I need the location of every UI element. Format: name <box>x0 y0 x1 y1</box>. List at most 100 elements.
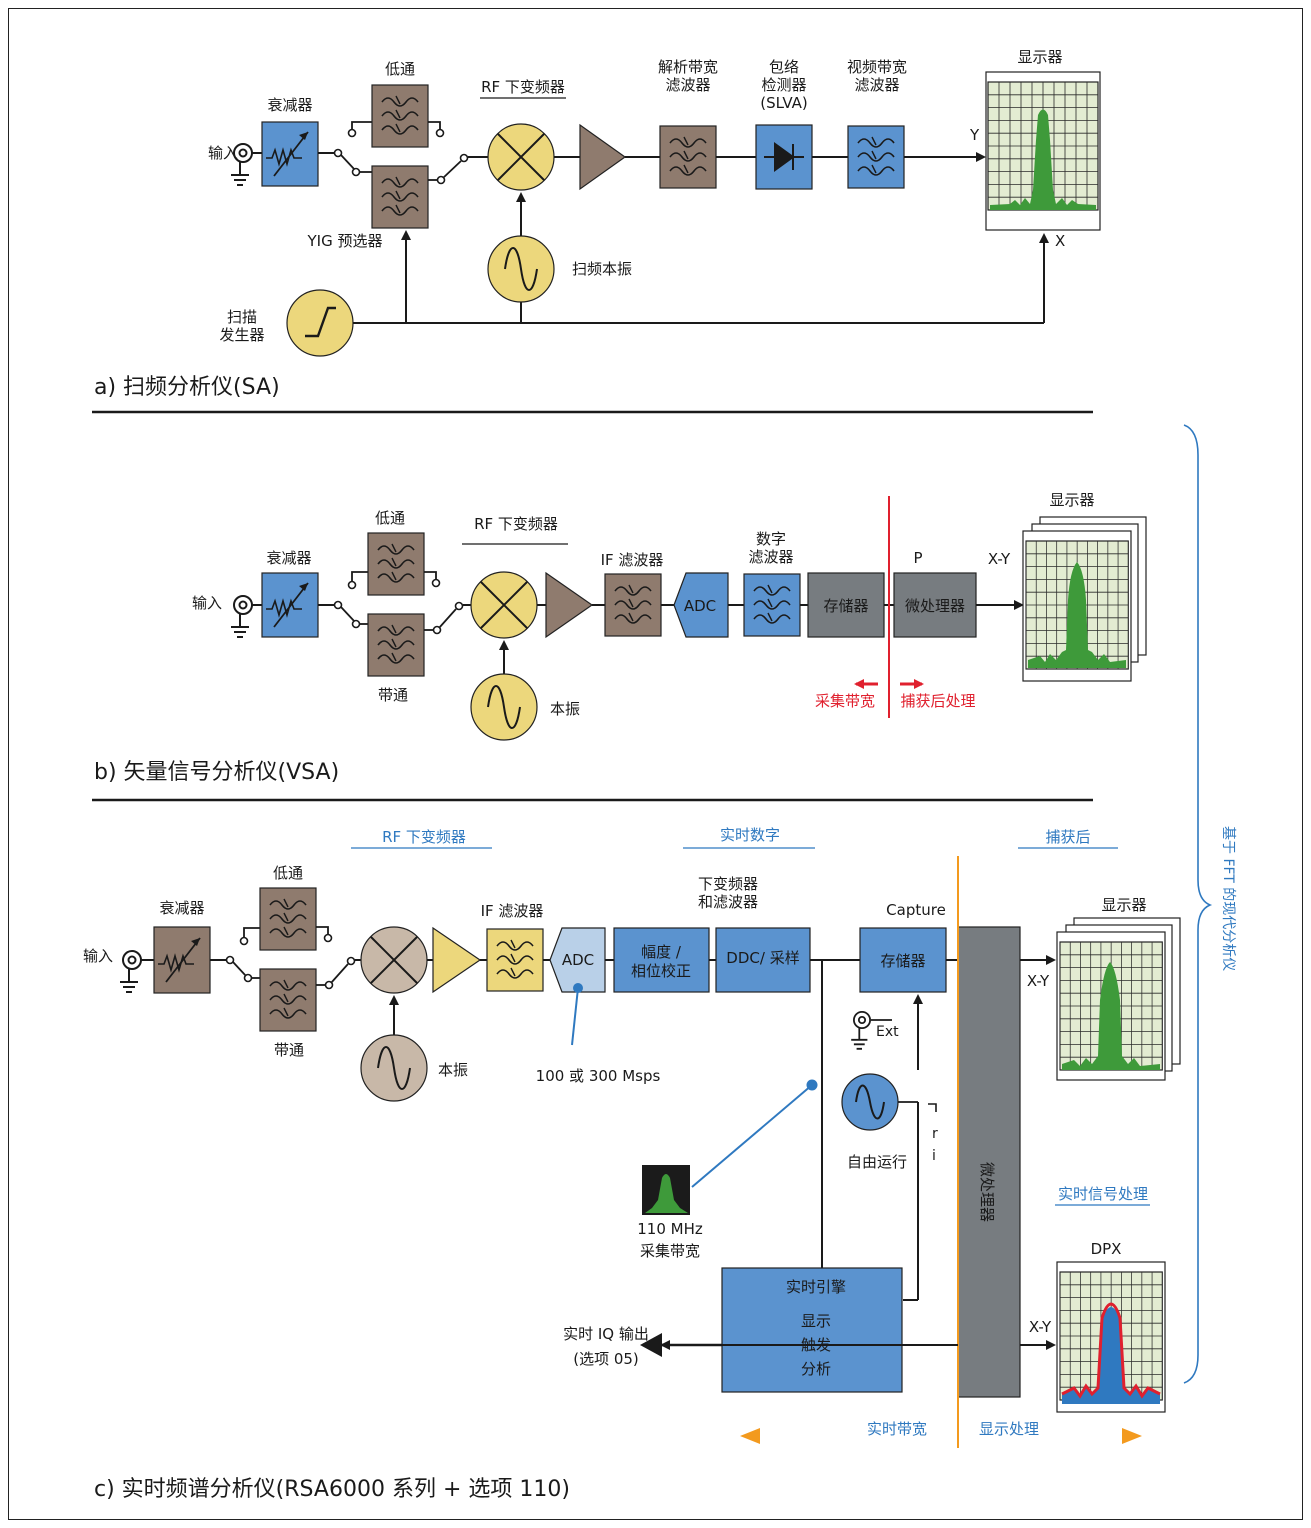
b-processor-block <box>893 572 977 638</box>
side-label: 基于 FFT 的现代分析仪 <box>1220 826 1237 971</box>
c-if-filter-label: IF 滤波器 <box>481 902 544 920</box>
c-xy1-label: X-Y <box>1027 972 1050 990</box>
b-processor-label: 微处理器 <box>905 597 965 615</box>
panel-c: RF 下变频器 实时数字 捕获后 输入 衰减器 低通 带通 本振 IF 滤波器 … <box>83 424 1237 1502</box>
c-rt-sig-label: 实时信号处理 <box>1058 1185 1148 1203</box>
rbw-filter-icon <box>660 126 716 188</box>
c-processor-label: 微处理器 <box>978 1162 996 1222</box>
a-vbw-label-1: 视频带宽 <box>847 58 907 76</box>
a-lowpass-label: 低通 <box>385 60 415 78</box>
sweep-lo-icon <box>487 235 555 303</box>
b-display-label: 显示器 <box>1049 491 1094 509</box>
a-yig-label: YIG 预选器 <box>307 232 383 250</box>
a-sweep-gen-label-1: 扫描 <box>227 308 257 326</box>
c-engine-item-1: 显示 <box>801 1312 831 1330</box>
c-bandpass-icon <box>260 969 316 1031</box>
b-lowpass-label: 低通 <box>375 509 405 527</box>
c-amplifier-icon <box>432 926 482 994</box>
c-amp-label-1: 幅度 / <box>641 943 682 961</box>
c-lo-icon <box>360 1034 428 1102</box>
b-lo-icon <box>470 673 538 741</box>
c-trig-i: i <box>932 1148 936 1164</box>
c-ext-connector-icon <box>850 1010 871 1050</box>
a-rf-down-label: RF 下变频器 <box>481 78 565 96</box>
c-engine-item-2: 触发 <box>801 1336 831 1354</box>
b-digital-filter-icon <box>744 574 800 636</box>
b-input-connector-icon <box>230 595 253 638</box>
c-input-connector-icon <box>119 950 142 993</box>
b-adc-block <box>673 572 729 638</box>
b-bandpass-icon <box>368 614 424 676</box>
b-bandpass-label: 带通 <box>378 686 408 704</box>
b-mixer-icon <box>470 571 538 639</box>
c-processor-block <box>957 926 1021 1398</box>
a-display-label: 显示器 <box>1017 48 1062 66</box>
c-hdr-post: 捕获后 <box>1045 828 1090 846</box>
c-rate-label: 100 或 300 Msps <box>536 1067 661 1085</box>
figure-frame <box>8 8 1303 1520</box>
c-bw-label-2: 采集带宽 <box>640 1242 700 1260</box>
c-rt-bw-label: 实时带宽 <box>867 1420 927 1438</box>
diode-icon <box>764 142 804 172</box>
side-brace <box>1183 424 1213 1384</box>
b-lo-label: 本振 <box>550 700 580 718</box>
c-trig-r: r <box>932 1126 938 1142</box>
c-hdr-rt: 实时数字 <box>720 826 780 844</box>
c-caption: c) 实时频谱分析仪(RSA6000 系列 + 选项 110) <box>94 1477 570 1502</box>
c-amp-phase-block <box>613 927 710 993</box>
b-caption: b) 矢量信号分析仪(VSA) <box>94 760 339 785</box>
a-sweep-lo-label: 扫频本振 <box>572 260 632 278</box>
c-capture-label: Capture <box>886 901 946 919</box>
c-xy2-label: X-Y <box>1029 1318 1052 1336</box>
b-memory-label: 存储器 <box>823 597 868 615</box>
c-attenuator-label: 衰减器 <box>159 899 204 917</box>
c-ddc-label: DDC/ 采样 <box>726 949 799 967</box>
b-adc-label: ADC <box>684 597 716 615</box>
a-sweep-gen-label-2: 发生器 <box>219 326 264 344</box>
sweep-generator-icon <box>286 289 354 357</box>
c-adc-block <box>549 927 606 993</box>
b-if-filter-icon <box>605 574 661 636</box>
b-digital-label-2: 滤波器 <box>748 548 793 566</box>
c-ddc-block <box>715 927 811 993</box>
b-digital-label-1: 数字 <box>756 530 786 548</box>
b-if-filter-label: IF 滤波器 <box>601 551 664 569</box>
a-attenuator-label: 衰减器 <box>267 96 312 114</box>
c-lo-label: 本振 <box>438 1061 468 1079</box>
c-bw-label-1: 110 MHz <box>637 1220 703 1238</box>
c-realtime-engine-block <box>721 1267 903 1393</box>
amplifier-icon <box>579 123 627 191</box>
b-post-label: 捕获后处理 <box>900 692 975 710</box>
c-free-run-label: 自由运行 <box>847 1153 907 1171</box>
b-rf-down-label: RF 下变频器 <box>474 515 558 533</box>
a-y-label: Y <box>969 126 980 144</box>
c-iq-label-2: (选项 05) <box>573 1350 639 1368</box>
panel-b: 输入 衰减器 低通 带通 RF 下变频器 本振 IF 滤波器 ADC 数字 滤波… <box>94 491 1147 785</box>
c-iq-label-1: 实时 IQ 输出 <box>563 1325 649 1343</box>
b-xy-label: X-Y <box>988 550 1011 568</box>
b-amplifier-icon <box>545 571 594 639</box>
c-dpx-label: DPX <box>1091 1240 1122 1258</box>
b-input-label: 输入 <box>192 594 222 612</box>
mixer-icon <box>487 123 555 191</box>
vbw-filter-icon <box>848 126 904 188</box>
a-rbw-label-2: 滤波器 <box>665 76 710 94</box>
c-ddc-hdr-2: 和滤波器 <box>698 893 758 911</box>
c-engine-item-3: 分析 <box>801 1360 831 1378</box>
a-vbw-label-2: 滤波器 <box>854 76 899 94</box>
lowpass-filter-icon <box>372 85 428 147</box>
c-engine-label: 实时引擎 <box>786 1278 846 1296</box>
a-rbw-label-1: 解析带宽 <box>658 58 718 76</box>
c-amp-label-2: 相位校正 <box>631 962 691 980</box>
b-memory-block <box>807 572 885 638</box>
c-hdr-rf: RF 下变频器 <box>382 828 466 846</box>
c-input-label: 输入 <box>83 947 113 965</box>
panel-a: 输入 衰减器 低通 YIG 预选器 RF 下变频器 解析带宽 滤波器 包络 检测… <box>94 48 1101 400</box>
b-lowpass-icon <box>368 533 424 595</box>
b-attenuator-label: 衰减器 <box>266 549 311 567</box>
c-orange-right-arrow <box>1122 1428 1142 1444</box>
c-ext-label: Ext <box>876 1024 899 1040</box>
a-input-label: 输入 <box>208 144 238 162</box>
c-ddc-hdr-1: 下变频器 <box>698 875 758 893</box>
